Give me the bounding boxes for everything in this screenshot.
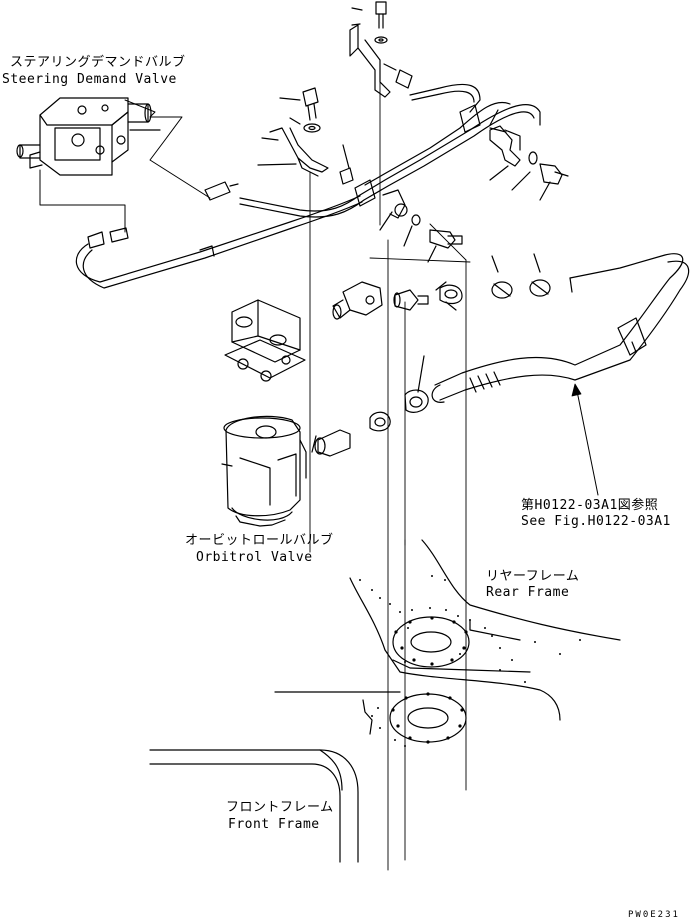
hose-fitting-left [87, 181, 239, 249]
bracket-bolt-top [349, 1, 413, 98]
drawing-code: PW0E231 [628, 910, 680, 920]
steering-demand-valve-label-jp: ステアリングデマンドバルブ [10, 55, 186, 70]
steering-demand-valve [16, 97, 161, 176]
rear-frame [349, 539, 621, 721]
lower-flange [274, 691, 467, 743]
bracket-bolt-right [489, 109, 569, 201]
orbitrol-valve-label-jp: オービットロールバルブ [185, 533, 334, 548]
large-hose [431, 253, 690, 403]
mounting-block [224, 299, 306, 382]
front-frame-label-en: Front Frame [228, 817, 320, 832]
see-fig-label-en: See Fig.H0122-03A1 [521, 514, 671, 529]
adapters-mid [332, 281, 463, 320]
hose-clamp-lower [369, 355, 429, 432]
steering-hoses [75, 83, 541, 289]
orbitrol-valve [221, 415, 351, 527]
front-frame [149, 749, 359, 863]
steering-demand-valve-label-en: Steering Demand Valve [2, 72, 177, 87]
elbow-fitting-center [379, 189, 463, 263]
rear-frame-dots [359, 575, 581, 683]
upper-flange-holes [394, 616, 468, 666]
hose-clamps-upper [199, 104, 481, 257]
orbitrol-valve-label-en: Orbitrol Valve [196, 550, 313, 565]
see-fig-label-jp: 第H0122-03A1図参照 [521, 498, 659, 513]
centre-lines [309, 59, 471, 871]
lower-flange-holes [371, 692, 464, 747]
bolt-mid [279, 87, 321, 133]
bracket-small-mid [257, 127, 354, 185]
rear-frame-label-jp: リヤーフレーム [486, 569, 580, 584]
hose-clamps-right [491, 253, 551, 299]
front-frame-label-jp: フロントフレーム [226, 800, 334, 815]
rear-frame-label-en: Rear Frame [486, 585, 570, 600]
